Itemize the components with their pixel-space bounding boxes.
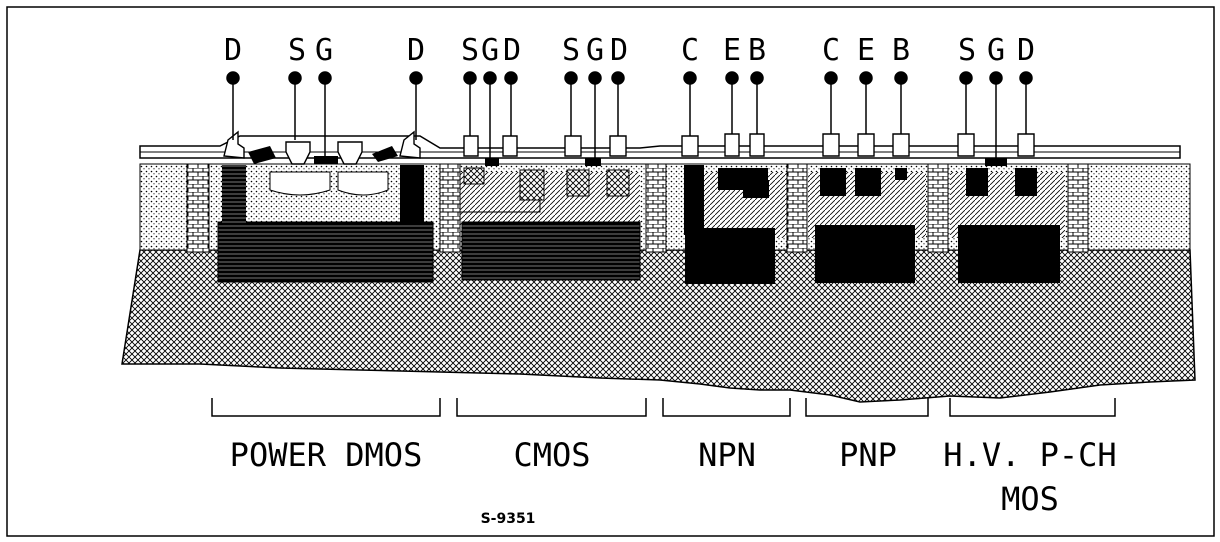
buried-layers — [217, 221, 1060, 284]
gate-poly — [248, 146, 1007, 166]
substrate — [121, 249, 1196, 403]
hv-pch-label: H.V. P-CH — [943, 436, 1116, 474]
metal-contacts — [223, 130, 1035, 165]
dmos-gate-label: G — [315, 33, 333, 68]
section-labels: POWER DMOS CMOS NPN PNP H.V. P-CH MOS — [230, 436, 1117, 518]
hv-drain-label: D — [1017, 33, 1035, 68]
pnp-base-label: B — [892, 33, 910, 68]
figure-code: S-9351 — [481, 511, 536, 527]
power-dmos-label: POWER DMOS — [230, 436, 423, 474]
npn-label: NPN — [698, 436, 756, 474]
npn-collector-label: C — [681, 33, 699, 68]
terminal-labels: D S G D S G D S G D C E B C E B S G D — [224, 33, 1035, 68]
cmos-drain1-label: D — [503, 33, 521, 68]
pnp-label: PNP — [839, 436, 897, 474]
pnp-collector-label: C — [822, 33, 840, 68]
pnp-emitter-label: E — [857, 33, 875, 68]
terminal-leaders — [226, 71, 1033, 158]
dmos-drain2-label: D — [407, 33, 425, 68]
cmos-label: CMOS — [513, 436, 590, 474]
hv-source-label: S — [958, 33, 976, 68]
dmos-drain-label: D — [224, 33, 242, 68]
figure-frame — [6, 6, 1215, 537]
cmos-gate2-label: G — [586, 33, 604, 68]
cmos-source1-label: S — [461, 33, 479, 68]
hv-gate-label: G — [987, 33, 1005, 68]
cmos-source2-label: S — [562, 33, 580, 68]
diffusions — [269, 167, 1037, 213]
section-brackets — [211, 398, 1116, 417]
deep-contacts — [222, 165, 704, 235]
cmos-gate1-label: G — [481, 33, 499, 68]
npn-base-label: B — [748, 33, 766, 68]
cmos-drain2-label: D — [610, 33, 628, 68]
hv-mos-label: MOS — [1001, 480, 1059, 518]
npn-emitter-label: E — [723, 33, 741, 68]
dmos-source-label: S — [288, 33, 306, 68]
isolation-walls — [186, 163, 1089, 253]
